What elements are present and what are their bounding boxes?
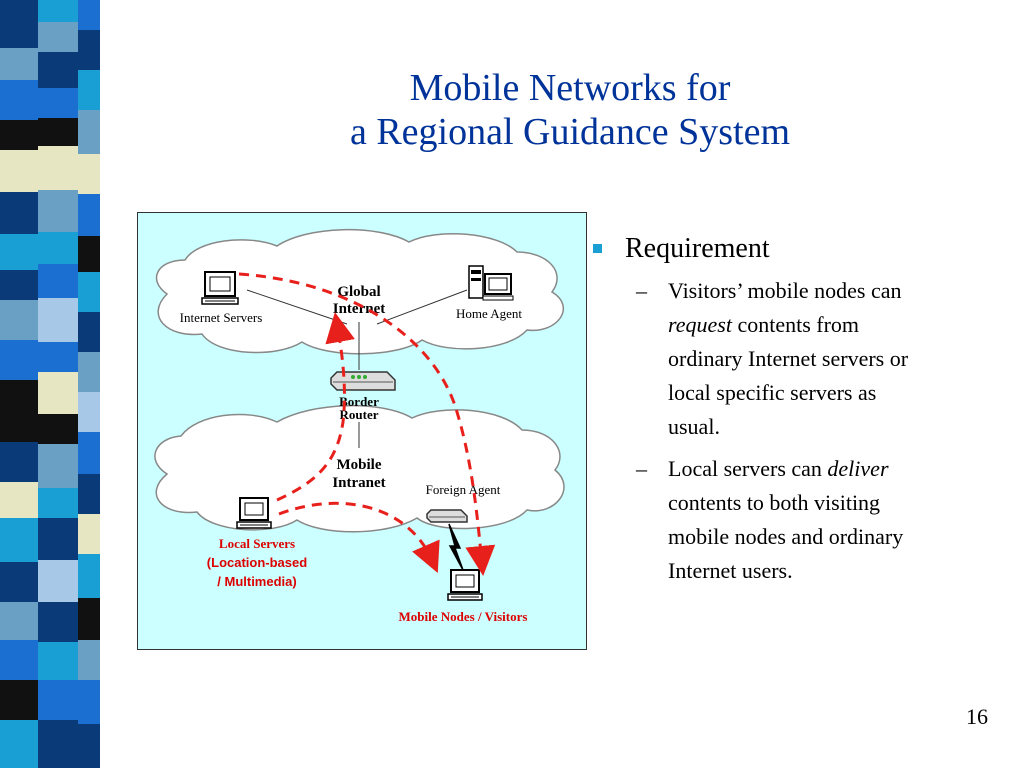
bullet-square-icon — [593, 244, 602, 253]
foreign-agent-router-icon — [426, 509, 468, 523]
bullet-requirement-text: Requirement — [625, 233, 770, 264]
sub-bullet-request: – Visitors’ mobile nodes can request con… — [590, 274, 988, 444]
decorative-stripes — [0, 0, 118, 768]
emphasis-request: request — [668, 312, 732, 337]
bullet-requirement: Requirement — [590, 232, 1010, 266]
border-router-icon — [330, 371, 396, 391]
mobile-intranet-label-1: Mobile — [337, 457, 382, 473]
arrow-internet-servers-to-mobile-node — [238, 272, 496, 576]
slide-title: Mobile Networks for a Regional Guidance … — [250, 66, 890, 154]
bullet-list: Requirement – Visitors’ mobile nodes can… — [590, 232, 1010, 588]
local-server-computer-icon — [236, 497, 272, 529]
slide-title-line1: Mobile Networks for — [409, 67, 731, 109]
home-agent-label: Home Agent — [456, 306, 522, 321]
slide-title-line2: a Regional Guidance System — [349, 111, 791, 153]
sub-bullet-line: usual. — [668, 414, 720, 439]
mobile-nodes-label: Mobile Nodes / Visitors — [399, 609, 528, 624]
arrow-local-servers-to-internet — [276, 312, 355, 502]
emphasis-deliver: deliver — [827, 456, 889, 481]
sub-bullet-line: contents to both visiting — [668, 490, 881, 515]
dash-marker: – — [636, 456, 647, 481]
local-servers-label-1: Local Servers — [219, 536, 295, 551]
dash-marker: – — [636, 278, 647, 303]
local-servers-label-2: (Location-based — [207, 555, 307, 570]
sub-bullet-text: contents from — [731, 312, 860, 337]
global-internet-label-1: Global — [337, 284, 380, 300]
sub-bullet-line: local specific servers as — [668, 380, 877, 405]
sub-bullet-deliver: – Local servers can deliver contents to … — [590, 452, 988, 588]
page-number: 16 — [966, 704, 988, 729]
foreign-agent-label: Foreign Agent — [426, 482, 501, 497]
arrow-local-servers-to-mobile-node — [278, 501, 440, 574]
mobile-node-laptop-icon — [447, 569, 483, 601]
sub-bullet-line: ordinary Internet servers or — [668, 346, 909, 371]
network-diagram: Internet Servers Global Internet Home Ag… — [137, 212, 587, 650]
local-servers-label-3: / Multimedia) — [217, 574, 296, 589]
global-internet-cloud — [155, 229, 565, 355]
sub-bullet-line: request contents from — [668, 308, 988, 342]
sub-bullet-line: Local servers can deliver — [668, 452, 988, 486]
sub-bullet-text: Local servers can — [668, 456, 828, 481]
internet-servers-label: Internet Servers — [180, 310, 263, 325]
sub-bullet-line: mobile nodes and ordinary — [668, 524, 904, 549]
home-agent-computer-icon — [468, 265, 514, 301]
border-router-label-2: Router — [340, 407, 379, 422]
sub-bullet-line: Visitors’ mobile nodes can — [668, 278, 902, 303]
mobile-intranet-label-2: Intranet — [332, 475, 385, 491]
sub-bullet-line: Internet users. — [668, 558, 793, 583]
border-router-label-1: Border — [339, 394, 379, 409]
connector-line — [376, 289, 468, 325]
internet-server-computer-icon — [201, 271, 239, 305]
